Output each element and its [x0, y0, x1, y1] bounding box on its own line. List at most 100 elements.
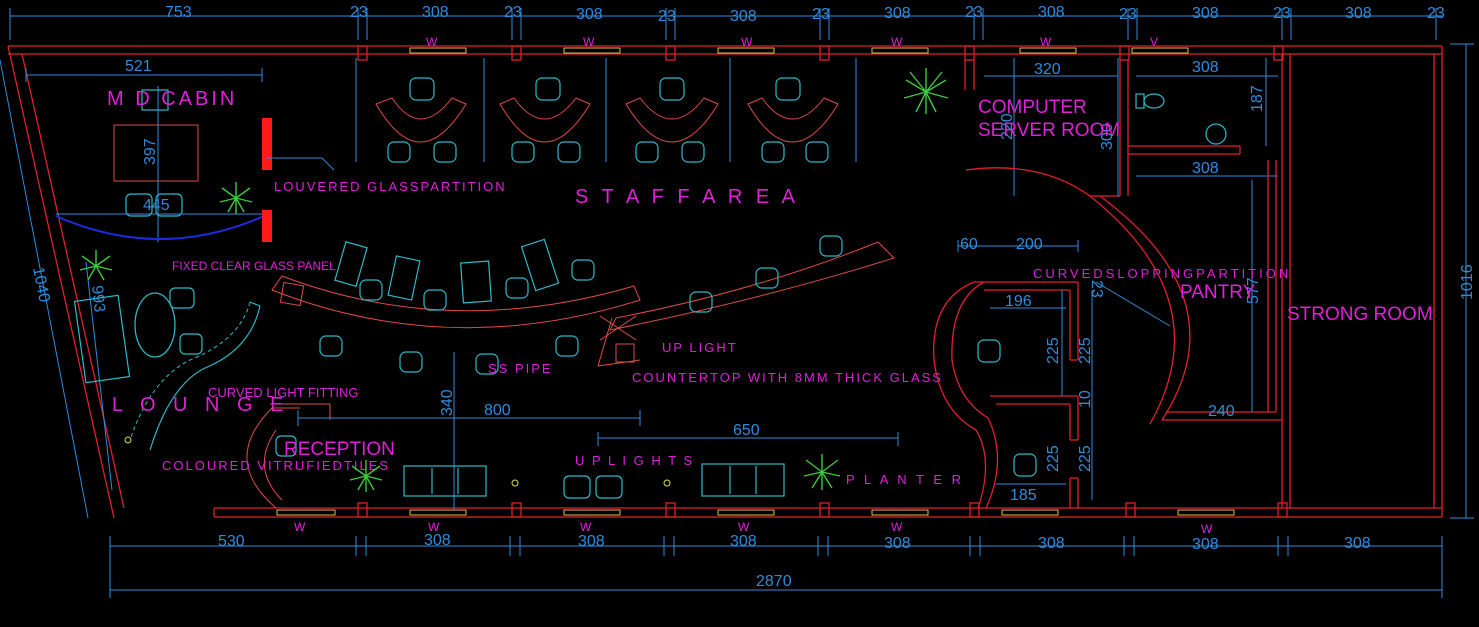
dim-curve-23: 23 — [1088, 280, 1105, 298]
lounge-sofa — [73, 294, 131, 384]
dim-cab-185: 185 — [1010, 487, 1037, 504]
visitor-chair — [155, 193, 183, 217]
lounge-chair — [169, 287, 195, 309]
dim-bottom-308: 308 — [1344, 535, 1371, 552]
dim-curve-60: 60 — [960, 236, 978, 253]
dim-top-308: 308 — [884, 5, 911, 22]
dim-glass-panel: 445 — [143, 197, 170, 214]
window-mark: W — [428, 520, 440, 534]
dim-top-23: 23 — [1273, 5, 1291, 22]
dim-top-23: 23 — [1119, 6, 1137, 23]
dim-top-308: 308 — [1345, 5, 1372, 22]
dim-cab-196: 196 — [1005, 293, 1032, 310]
window-mark: W — [1201, 522, 1213, 536]
plants — [79, 68, 949, 492]
dim-cab-225-b: 225 — [1077, 337, 1094, 364]
dim-top-308: 308 — [730, 8, 757, 25]
dim-bottom-530: 530 — [218, 533, 245, 550]
dim-cab-225-a: 225 — [1045, 337, 1062, 364]
fixed-glass-panel — [55, 215, 265, 240]
dim-lounge-depth: 993 — [88, 285, 108, 313]
dim-reception-340: 340 — [439, 389, 456, 416]
window-mark: W — [741, 35, 753, 49]
dim-bottom-308: 308 — [730, 533, 757, 550]
dim-top-308: 308 — [1192, 5, 1219, 22]
top-dimension-line: 753 23 308 23 308 23 308 23 308 23 308 2… — [9, 4, 1445, 40]
lounge-chair — [179, 333, 203, 355]
dim-pantry-width: 240 — [1208, 403, 1235, 420]
window-mark: W — [891, 35, 903, 49]
dim-pantry-depth: 577 — [1245, 277, 1262, 304]
label-lounge: L O U N G E — [112, 394, 290, 416]
dim-toilet-depth: 187 — [1249, 85, 1266, 112]
label-countertop: COUNTERTOP WITH 8MM THICK GLASS — [632, 370, 943, 385]
lounge: 993 L O U N G E CURVED LIGHT FITTING — [73, 261, 358, 491]
dim-top-23: 23 — [504, 4, 522, 21]
dim-overall-height: 1016 — [1459, 264, 1476, 300]
bottom-dimension-line: 530 308 308 308 308 308 308 308 2870 — [109, 532, 1443, 598]
plant-icon — [219, 182, 253, 214]
dim-top-23: 23 — [1427, 5, 1445, 22]
pantry: 577 240 CURVEDSLOPPINGPARTITION PANTRY S… — [1033, 160, 1433, 425]
label-md-cabin: M D CABIN — [107, 88, 237, 110]
left-dimension-line: 1040 — [0, 59, 89, 519]
dim-bottom-308: 308 — [424, 532, 451, 549]
waiting-sofa — [403, 465, 487, 497]
label-reception: RECEPTION — [284, 439, 395, 460]
windows: W W W W W V W W W W W W — [276, 35, 1235, 536]
md-cabin: 521 397 445 M D CABIN — [25, 58, 335, 242]
window-mark: W — [426, 35, 438, 49]
dim-md-cabin-depth: 397 — [142, 138, 159, 165]
label-curved-light: CURVED LIGHT FITTING — [208, 385, 358, 400]
dim-top-23: 23 — [965, 4, 983, 21]
window-mark: W — [580, 520, 592, 534]
window-mark: W — [738, 520, 750, 534]
dim-top-23: 23 — [658, 8, 676, 25]
cabins: 60 200 23 196 225 225 10 225 225 185 — [933, 236, 1105, 509]
dim-overall-width: 2870 — [756, 573, 792, 590]
reception: 800 340 650 RECEPTION COLOURED VITRUFIED… — [124, 352, 961, 510]
dim-bottom-308: 308 — [884, 535, 911, 552]
dim-curve-200: 200 — [1016, 236, 1043, 253]
label-louvered: LOUVERED GLASSPARTITION — [274, 179, 507, 194]
staff-workstations: LOUVERED GLASSPARTITION S T A F F A R E … — [274, 58, 857, 208]
outer-walls — [7, 45, 1443, 519]
label-computer-2: SERVER ROOM — [978, 120, 1120, 141]
toilet: 308 187 308 — [1128, 54, 1291, 508]
dim-top-308: 308 — [576, 6, 603, 23]
lounge-table — [134, 292, 176, 358]
window-mark: W — [583, 35, 595, 49]
dim-server-door: 220 — [999, 113, 1016, 140]
dim-toilet-width: 308 — [1192, 59, 1219, 76]
label-up-lights: U P L I G H T S — [575, 453, 694, 468]
label-computer-1: COMPUTER — [978, 97, 1087, 118]
window-mark: W — [891, 520, 903, 534]
right-dimension-line: 1016 — [1450, 43, 1476, 519]
plant-icon — [803, 454, 841, 490]
dim-left-side: 1040 — [29, 266, 52, 304]
visitor-chair — [125, 193, 153, 217]
label-strong-room: STRONG ROOM — [1287, 304, 1433, 325]
dim-top-753: 753 — [165, 4, 192, 21]
md-desk — [113, 124, 199, 182]
plant-icon — [349, 460, 383, 492]
louvered-partition — [262, 118, 272, 170]
md-chair — [141, 89, 169, 111]
curved-counter: FIXED CLEAR GLASS PANEL UP LIGHT COUNTER… — [172, 235, 943, 385]
label-curved-partition: CURVEDSLOPPINGPARTITION — [1033, 266, 1291, 281]
dim-md-cabin-width: 521 — [125, 58, 152, 75]
label-pantry: PANTRY — [1180, 282, 1256, 303]
dim-server-width: 320 — [1034, 61, 1061, 78]
curved-light-fitting — [129, 301, 251, 441]
dim-top-308: 308 — [422, 4, 449, 21]
dim-cab-225-c: 225 — [1045, 445, 1062, 472]
label-vitrified: COLOURED VITRUFIEDTILES — [162, 458, 390, 473]
dim-top-23: 23 — [812, 6, 830, 23]
dim-pantry-top: 308 — [1192, 160, 1219, 177]
window-mark: W — [1040, 35, 1052, 49]
plant-icon — [903, 68, 949, 114]
label-fixed-glass: FIXED CLEAR GLASS PANEL — [172, 259, 336, 273]
server-room: 320 300 220 COMPUTER SERVER ROOM — [964, 58, 1129, 197]
window-mark: W — [294, 520, 306, 534]
